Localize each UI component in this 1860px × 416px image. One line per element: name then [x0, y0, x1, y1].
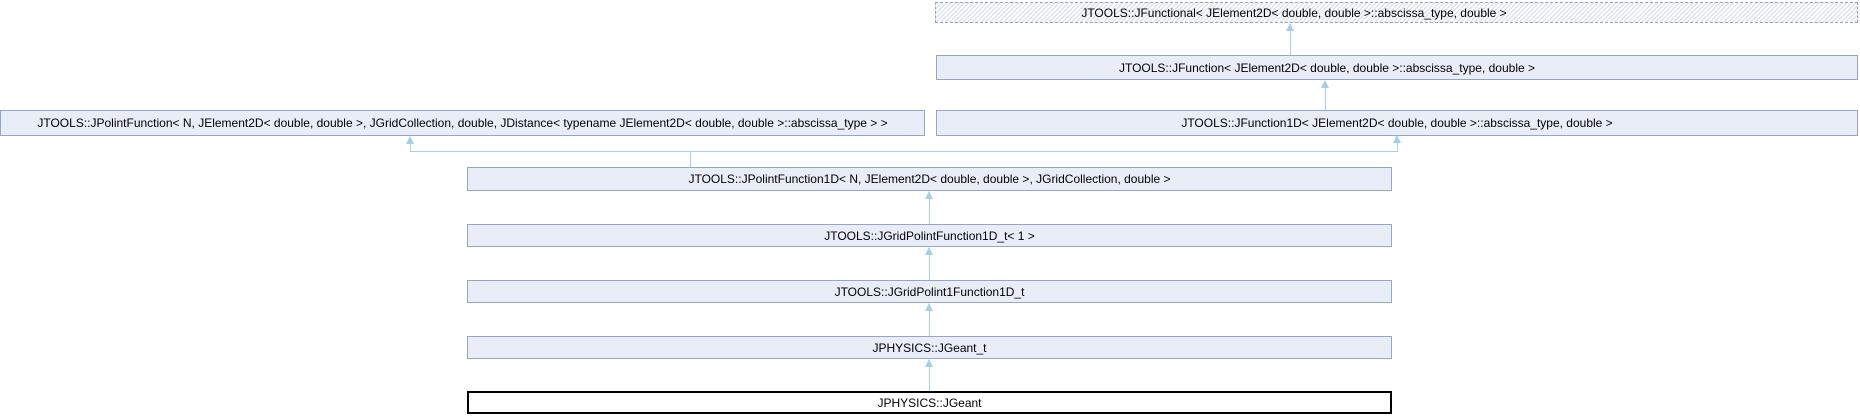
inheritance-arrowhead-icon — [925, 191, 933, 199]
node-label: JTOOLS::JFunction< JElement2D< double, d… — [1118, 60, 1536, 75]
edge-jfunction-to-jfunctional — [1290, 31, 1291, 55]
node-jfunctional[interactable]: JTOOLS::JFunctional< JElement2D< double,… — [935, 2, 1858, 23]
node-label: JTOOLS::JFunctional< JElement2D< double,… — [1081, 5, 1507, 20]
node-jpolintfunction[interactable]: JTOOLS::JPolintFunction< N, JElement2D< … — [0, 110, 925, 136]
edge-jfunction1d-to-jfunction — [1325, 88, 1326, 110]
inheritance-arrowhead-icon — [925, 247, 933, 255]
node-jgridpolintfunction1d-t[interactable]: JTOOLS::JGridPolintFunction1D_t< 1 > — [467, 224, 1392, 247]
node-label: JTOOLS::JGridPolintFunction1D_t< 1 > — [824, 228, 1035, 243]
node-label: JTOOLS::JPolintFunction1D< N, JElement2D… — [688, 172, 1171, 186]
node-label: JTOOLS::JPolintFunction< N, JElement2D< … — [37, 116, 888, 130]
node-jfunction[interactable]: JTOOLS::JFunction< JElement2D< double, d… — [936, 55, 1858, 80]
edge-jgeant-t-to-jgridpolint1function1dt — [929, 311, 930, 336]
node-label: JTOOLS::JGridPolint1Function1D_t — [834, 284, 1025, 299]
edge-jpolintfunction1d-to-jfunction1d — [1397, 143, 1398, 152]
node-jfunction1d[interactable]: JTOOLS::JFunction1D< JElement2D< double,… — [936, 110, 1858, 136]
edge-jpolintfunction1d-to-jpolintfunction — [410, 144, 411, 152]
inheritance-arrowhead-icon — [1286, 23, 1294, 31]
inheritance-arrowhead-icon — [406, 136, 414, 144]
inheritance-arrowhead-icon — [925, 359, 933, 367]
node-jgeant-current-class: JPHYSICS::JGeant — [467, 391, 1392, 414]
node-label: JPHYSICS::JGeant — [877, 395, 982, 410]
inheritance-arrowhead-icon — [925, 303, 933, 311]
node-label: JTOOLS::JFunction1D< JElement2D< double,… — [1181, 116, 1613, 130]
inheritance-arrowhead-icon — [1393, 135, 1401, 143]
node-jgridpolint1function1d-t[interactable]: JTOOLS::JGridPolint1Function1D_t — [467, 280, 1392, 303]
edge-jgridpolint1function1dt-to-jgridpolintfunction1dt — [929, 255, 930, 280]
edge-jpolintfunction1d-rail — [410, 151, 1398, 152]
edge-jgridpolintfunction1dt-to-jpolintfunction1d — [929, 199, 930, 224]
node-label: JPHYSICS::JGeant_t — [872, 340, 987, 355]
inheritance-arrowhead-icon — [1321, 80, 1329, 88]
node-jgeant-t[interactable]: JPHYSICS::JGeant_t — [467, 336, 1392, 359]
edge-jgeant-to-jgeant-t — [929, 367, 930, 391]
edge-jpolintfunction1d-stub — [690, 152, 691, 167]
node-jpolintfunction1d[interactable]: JTOOLS::JPolintFunction1D< N, JElement2D… — [467, 167, 1392, 191]
